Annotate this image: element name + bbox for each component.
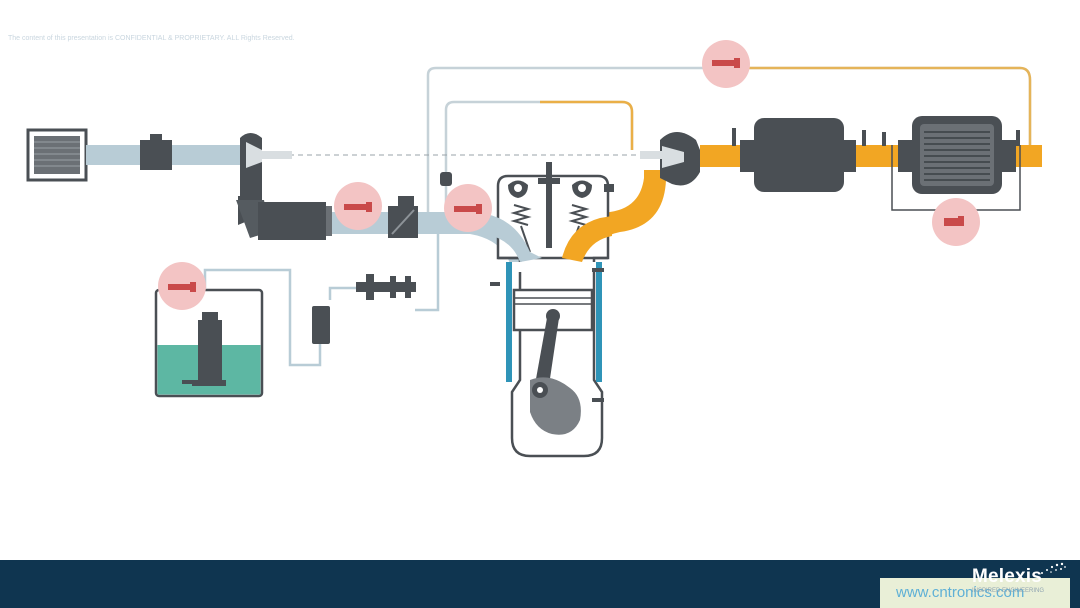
turbo-compressor bbox=[240, 133, 292, 198]
fuel-injector bbox=[546, 162, 552, 248]
air-filter bbox=[26, 128, 88, 182]
pressure-sensor-icon bbox=[702, 40, 750, 88]
exhaust-return-line bbox=[720, 66, 1032, 150]
pressure-sensor-icon bbox=[444, 184, 492, 232]
egr-line bbox=[540, 100, 634, 150]
engine-system-diagram bbox=[26, 40, 1042, 458]
connecting-rod bbox=[534, 318, 559, 392]
pressure-sensor-icon bbox=[932, 198, 980, 246]
engine-sensors bbox=[490, 184, 614, 402]
particulate-filter bbox=[898, 116, 1016, 194]
sensor-highlights bbox=[158, 40, 980, 310]
fuel-filter bbox=[312, 306, 330, 344]
mass-air-flow-sensor bbox=[140, 140, 172, 170]
fuel-rail bbox=[356, 274, 416, 300]
throttle-body bbox=[388, 196, 418, 238]
watermark-text: www.cntronics.com bbox=[896, 584, 1025, 601]
brand-tagline: INSPIRED ENGINEERING bbox=[972, 588, 1045, 594]
exhaust-probes bbox=[732, 128, 1020, 146]
intercooler bbox=[258, 202, 326, 240]
pressure-sensor-icon bbox=[334, 182, 382, 230]
slide-title: Examples: air intake and exhaust plus fu… bbox=[8, 6, 591, 27]
confidentiality-note: The content of this presentation is CONF… bbox=[8, 35, 295, 42]
logo-stars-icon bbox=[1041, 562, 1066, 574]
pressure-sensor-icon bbox=[158, 262, 206, 310]
fuel-tank bbox=[154, 288, 264, 398]
turbo-turbine bbox=[640, 132, 700, 186]
crankshaft bbox=[530, 377, 581, 435]
catalytic-converter bbox=[740, 118, 856, 192]
camshafts bbox=[508, 180, 592, 198]
map-sensor-small bbox=[440, 172, 452, 186]
watermark-background bbox=[880, 578, 1070, 608]
brand-logo: Melexis bbox=[972, 566, 1043, 587]
